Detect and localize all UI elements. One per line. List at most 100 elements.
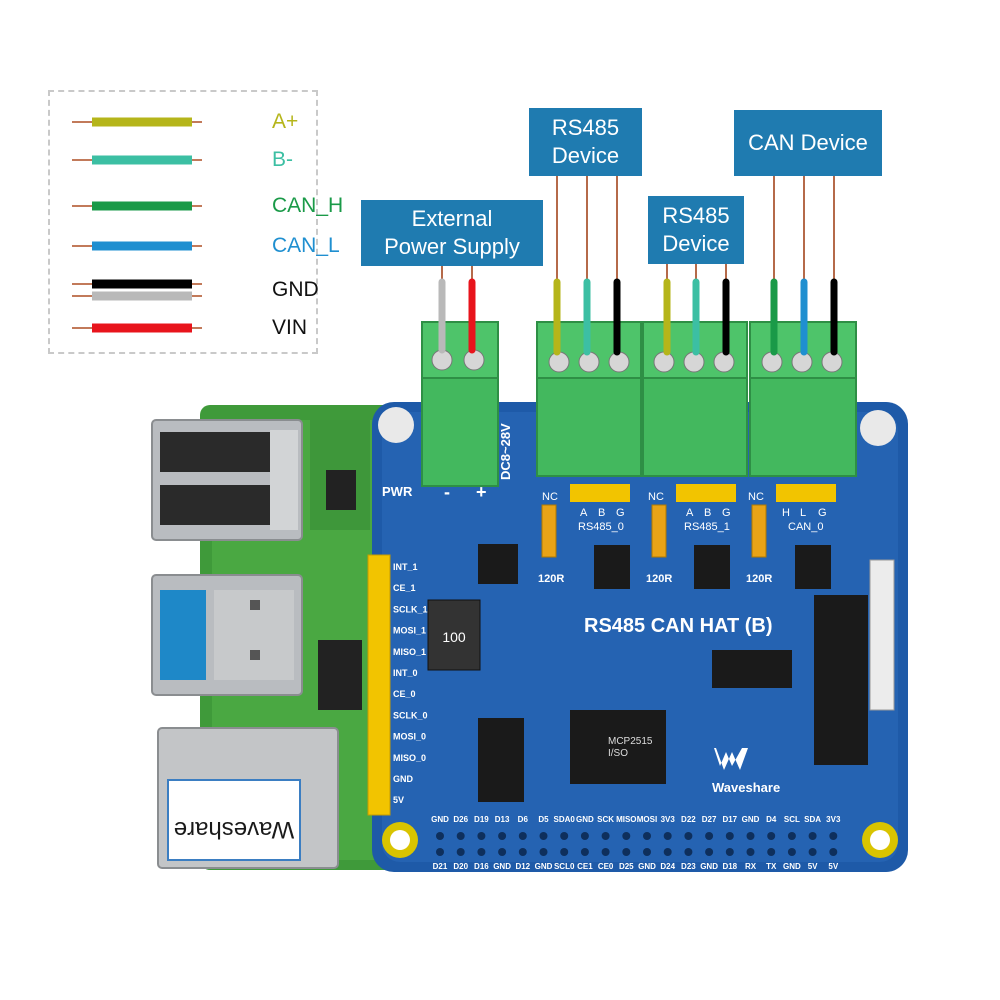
top-row-pin-label: MOSI bbox=[637, 815, 657, 824]
side-pin-label: INT_0 bbox=[393, 668, 418, 678]
legend-label-gnd: GND bbox=[272, 278, 319, 301]
top-row-pin-label: GND bbox=[576, 815, 594, 824]
power-plus-label: + bbox=[476, 482, 487, 502]
side-pin-header bbox=[367, 554, 391, 816]
side-pin-label: MISO_1 bbox=[393, 647, 426, 657]
gpio-pin bbox=[725, 832, 734, 840]
ethernet-port bbox=[157, 727, 339, 869]
side-pin-label: GND bbox=[393, 774, 414, 784]
rs485-0-name: RS485_0 bbox=[578, 521, 624, 533]
rs485-1-pin-a: A bbox=[686, 507, 694, 519]
gpio-pin bbox=[725, 848, 734, 856]
bottom-row-pin-label: CE1 bbox=[577, 862, 593, 871]
callout-line: CAN Device bbox=[748, 130, 868, 155]
callout-rs485-device-a: RS485 Device bbox=[529, 108, 642, 176]
gpio-pin bbox=[787, 848, 796, 856]
bottom-row-pin-label: CE0 bbox=[598, 862, 614, 871]
brand-label: Waveshare bbox=[712, 780, 780, 795]
legend-label-b-minus: B- bbox=[272, 148, 293, 171]
ic-chips bbox=[427, 544, 895, 802]
gpio-pin bbox=[808, 832, 817, 840]
gpio-pin bbox=[767, 848, 776, 856]
bottom-row-pin-label: D24 bbox=[660, 862, 675, 871]
legend-label-can-l: CAN_L bbox=[272, 234, 340, 257]
jumper-nc-label: NC bbox=[648, 491, 664, 503]
top-row-pin-label: D17 bbox=[722, 815, 737, 824]
side-pin-label: INT_1 bbox=[393, 562, 418, 572]
bottom-row-pin-label: D21 bbox=[433, 862, 448, 871]
top-row-pin-label: GND bbox=[742, 815, 760, 824]
jumper-headers bbox=[541, 484, 836, 558]
gpio-pin bbox=[518, 832, 527, 840]
waveshare-logo bbox=[714, 748, 748, 770]
power-minus-label: - bbox=[444, 482, 450, 502]
side-pin-label: CE_1 bbox=[393, 583, 416, 593]
side-pin-label: SCLK_1 bbox=[393, 604, 428, 614]
rs485-1-terminal-block bbox=[642, 321, 748, 477]
bottom-row-pin-label: D18 bbox=[722, 862, 737, 871]
usb3-ports bbox=[151, 574, 303, 696]
connected-wires bbox=[438, 278, 838, 356]
bottom-row-pin-label: SCL0 bbox=[554, 862, 575, 871]
gpio-pin bbox=[456, 832, 465, 840]
bottom-row-pin-label: D12 bbox=[515, 862, 530, 871]
pi-sticker-text: Waveshare bbox=[174, 816, 295, 843]
top-row-pin-label: SDA0 bbox=[554, 815, 576, 824]
chip-mcp-label: MCP2515 bbox=[608, 736, 653, 747]
usb2-ports bbox=[151, 419, 303, 541]
rs485-0-pin-g: G bbox=[616, 507, 625, 519]
gpio-pin bbox=[643, 832, 651, 840]
can-0-name: CAN_0 bbox=[788, 521, 823, 533]
gpio-pin bbox=[746, 832, 755, 840]
top-row-pin-label: SCK bbox=[597, 815, 614, 824]
wire-legend: A+ B- CAN_H CAN_L GND VIN bbox=[48, 90, 343, 354]
bottom-row-pin-label: D20 bbox=[453, 862, 468, 871]
gpio-pin bbox=[829, 848, 838, 856]
gpio-pin bbox=[560, 848, 569, 856]
bottom-row-pin-label: D23 bbox=[681, 862, 696, 871]
power-range-label: DC8~28V bbox=[498, 423, 513, 480]
legend-label-vin: VIN bbox=[272, 316, 308, 339]
jumper-nc-label: NC bbox=[748, 491, 764, 503]
gpio-pin bbox=[601, 848, 610, 856]
callout-line: External bbox=[411, 206, 493, 231]
power-terminal-block bbox=[421, 321, 499, 487]
side-pin-label: MISO_0 bbox=[393, 753, 426, 763]
top-row-pin-label: D22 bbox=[681, 815, 696, 824]
top-row-pin-label: 3V3 bbox=[661, 815, 676, 824]
top-row-pin-label: D6 bbox=[518, 815, 529, 824]
bottom-row-pin-label: 5V bbox=[828, 862, 838, 871]
gpio-pin bbox=[601, 832, 610, 840]
gpio-pin bbox=[477, 832, 486, 840]
gpio-pin bbox=[622, 848, 631, 856]
top-row-pin-label: D27 bbox=[702, 815, 717, 824]
rs485-1-pin-g: G bbox=[722, 507, 731, 519]
top-row-pin-label: SDA bbox=[804, 815, 821, 824]
gpio-pin bbox=[663, 848, 672, 856]
bottom-row-pin-label: GND bbox=[535, 862, 553, 871]
bottom-row-pin-label: GND bbox=[700, 862, 718, 871]
gpio-pin bbox=[705, 848, 714, 856]
jumper-120r-label: 120R bbox=[538, 573, 564, 585]
callout-line: RS485 bbox=[551, 115, 620, 140]
gpio-pin bbox=[622, 832, 631, 840]
legend-wire-gnd bbox=[72, 279, 202, 301]
can-0-pin-h: H bbox=[782, 507, 790, 519]
top-row-pin-label: MISO bbox=[616, 815, 636, 824]
callout-line: Device bbox=[662, 231, 730, 256]
side-pin-label: SCLK_0 bbox=[393, 710, 428, 720]
top-row-pin-label: D4 bbox=[766, 815, 777, 824]
gpio-pin bbox=[436, 848, 444, 856]
gpio-pin bbox=[456, 848, 465, 856]
gpio-pin bbox=[498, 848, 507, 856]
bottom-row-pin-label: TX bbox=[766, 862, 777, 871]
bottom-row-pin-label: D16 bbox=[474, 862, 489, 871]
top-row-pin-label: D26 bbox=[453, 815, 468, 824]
top-row-pin-label: D5 bbox=[538, 815, 549, 824]
top-row-pin-label: 3V3 bbox=[826, 815, 841, 824]
side-pin-label: MOSI_0 bbox=[393, 732, 426, 742]
